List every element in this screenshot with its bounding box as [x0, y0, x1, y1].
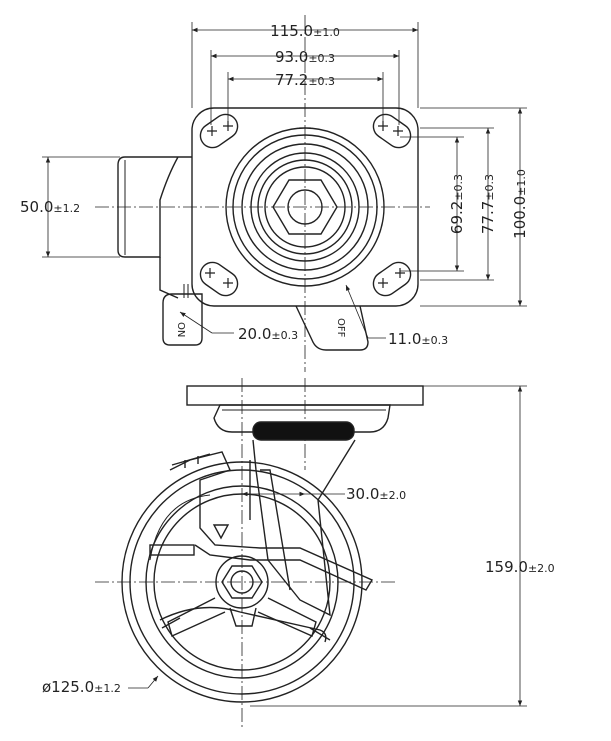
dim-50: 50.0±1.2 [20, 198, 80, 216]
swivel-housing [213, 404, 391, 433]
dim-100: 100.0±1.0 [511, 169, 529, 239]
dim-30: 30.0±2.0 [346, 485, 406, 503]
center-lines [95, 15, 430, 372]
dim-77-2: 77.2±0.3 [275, 71, 335, 89]
bolt-slots [199, 113, 412, 297]
side-dimension-texts: 30.0±2.0 159.0±2.0 ø125.0±1.2 [42, 485, 555, 696]
hole-crosses [205, 121, 405, 288]
dim-115: 115.0±1.0 [270, 22, 340, 40]
bearing-ring [252, 421, 355, 441]
side-dimension-lines [128, 385, 527, 707]
brake-pedal-off [295, 305, 369, 351]
brake-pedal-on [162, 293, 203, 346]
dim-159: 159.0±2.0 [485, 558, 555, 576]
top-view [95, 15, 430, 372]
brake-lever [169, 451, 374, 591]
top-dimension-lines [42, 22, 527, 339]
hex-nut [272, 179, 338, 235]
swivel-rings [225, 127, 385, 287]
hub-nut [221, 565, 263, 599]
dim-diameter-125: ø125.0±1.2 [42, 678, 121, 696]
brake-housing [117, 156, 192, 258]
dim-93: 93.0±0.3 [275, 48, 335, 66]
wheel-outer [121, 461, 363, 703]
dim-11: 11.0±0.3 [388, 330, 448, 348]
wheel-hub [215, 555, 269, 609]
dim-69-2: 69.2±0.3 [448, 174, 466, 234]
label-on: ON [175, 322, 186, 337]
mounting-plate [191, 107, 419, 307]
dim-77-7: 77.7±0.3 [479, 174, 497, 234]
top-dimension-texts: 115.0±1.0 93.0±0.3 77.2±0.3 50.0±1.2 69.… [20, 22, 529, 348]
side-view [95, 378, 424, 730]
label-off: OFF [335, 318, 346, 338]
dim-20: 20.0±0.3 [238, 325, 298, 343]
